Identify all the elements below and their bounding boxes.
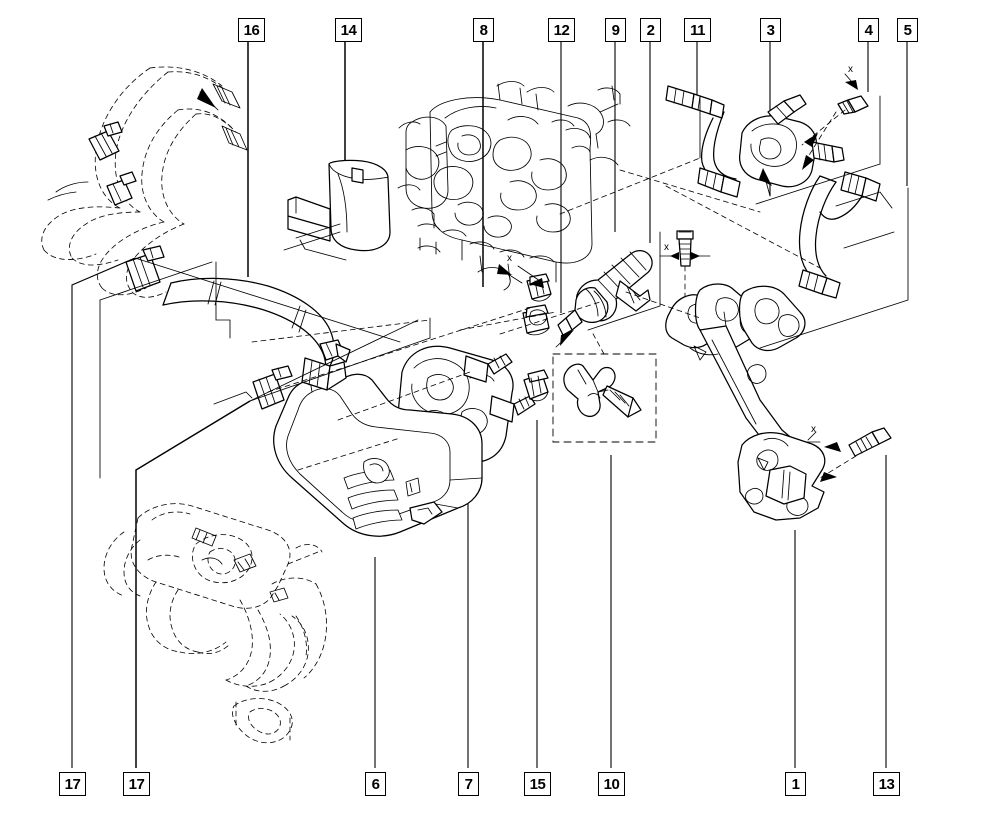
hose-collar: [523, 369, 549, 402]
callout-17-b[interactable]: 17: [123, 772, 150, 796]
bracket-lower-detail: [689, 311, 727, 356]
callout-3[interactable]: 3: [760, 18, 781, 42]
projection-lines: [99, 95, 909, 479]
callout-12[interactable]: 12: [548, 18, 575, 42]
dimension-mark-bolt-2: x: [659, 242, 711, 260]
return-hose-right: [798, 171, 881, 299]
leader-lines-top: [247, 42, 908, 313]
clamp-bolt-detail-box: [552, 331, 657, 443]
pump-fixing-bolt: x: [801, 64, 869, 170]
callout-15[interactable]: 15: [524, 772, 551, 796]
dimension-mark-bolt-4: x: [844, 64, 858, 90]
bracket-fixing-bolt: x: [805, 424, 892, 482]
callout-1[interactable]: 1: [785, 772, 806, 796]
callout-7[interactable]: 7: [458, 772, 479, 796]
callout-16[interactable]: 16: [238, 18, 265, 42]
sealing-washer-lower: [522, 304, 550, 336]
svg-text:x: x: [507, 253, 512, 264]
callout-9[interactable]: 9: [605, 18, 626, 42]
callout-6[interactable]: 6: [365, 772, 386, 796]
coolant-hose-phantom-upper-left: [41, 66, 248, 298]
callout-10[interactable]: 10: [598, 772, 625, 796]
injector-retaining-bolt: x: [659, 230, 711, 301]
engine-block-phantom: [397, 81, 631, 291]
dimension-mark-center: x: [497, 253, 544, 288]
callout-14[interactable]: 14: [335, 18, 362, 42]
callout-2[interactable]: 2: [640, 18, 661, 42]
sealing-washer-upper: [526, 273, 552, 302]
fuel-injector: [555, 249, 653, 348]
pump-body-upper-right: [665, 85, 845, 198]
callout-13[interactable]: 13: [873, 772, 900, 796]
svg-text:x: x: [664, 242, 669, 253]
heat-shield: [273, 373, 483, 537]
protective-cover: [287, 159, 391, 261]
hose-clamp-main: [125, 245, 165, 292]
callout-17-a[interactable]: 17: [59, 772, 86, 796]
hose-clamp-phantom-2: [106, 171, 137, 206]
callout-4[interactable]: 4: [858, 18, 879, 42]
leader-lines-bottom: [71, 257, 887, 768]
hose-clamp-phantom: [88, 121, 123, 161]
mounting-bracket-assembly: [665, 283, 826, 521]
callout-8[interactable]: 8: [473, 18, 494, 42]
dimension-mark-bolt-13: x: [805, 424, 841, 482]
callout-11[interactable]: 11: [684, 18, 711, 42]
callout-5[interactable]: 5: [897, 18, 918, 42]
intake-manifold-phantom: [103, 503, 327, 744]
svg-text:x: x: [848, 64, 853, 75]
svg-text:x: x: [811, 424, 816, 435]
